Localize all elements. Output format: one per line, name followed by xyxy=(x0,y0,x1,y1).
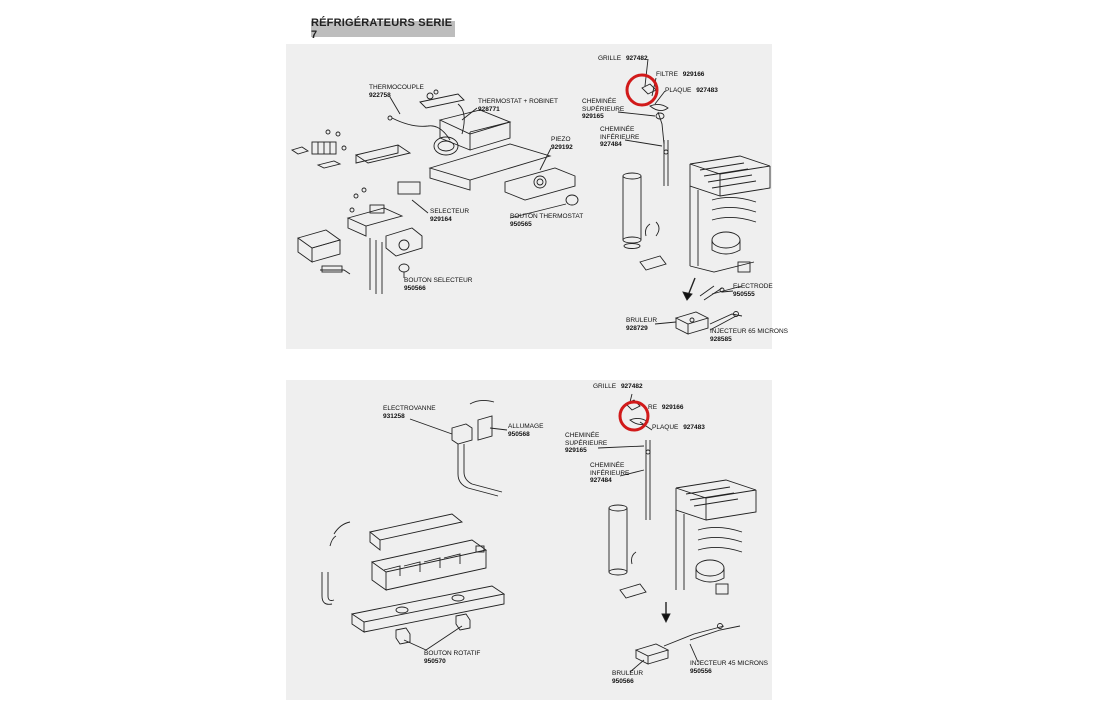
bouton-selecteur-drawing xyxy=(385,227,423,273)
terminal-block-drawing xyxy=(290,129,347,169)
plaque-drawing xyxy=(649,103,669,111)
bouton-rotatif-drawing xyxy=(395,613,471,645)
panel-burner-bottom xyxy=(528,380,772,700)
label-thermocouple: THERMOCOUPLE 922758 xyxy=(369,84,424,99)
flue-tube-drawing-b xyxy=(608,504,628,576)
filtre-highlight-circle xyxy=(625,73,659,107)
filtre-highlight-circle-b xyxy=(618,400,650,432)
flue-tube-drawing xyxy=(622,172,642,249)
label-plaque-b: PLAQUE 927483 xyxy=(652,424,705,431)
label-bruleur: BRULEUR 928729 xyxy=(626,317,658,332)
label-piezo: PIEZO 929192 xyxy=(551,136,573,151)
label-selecteur: SELECTEUR 929164 xyxy=(430,208,470,223)
cheminee-drawing-b xyxy=(645,440,651,520)
cheminee-superieure-drawing xyxy=(655,111,665,145)
thermocouple-drawing xyxy=(387,115,451,141)
label-filtre: FILTRE 929166 xyxy=(656,71,705,78)
panel-controls-top xyxy=(286,44,528,349)
allumage-drawing xyxy=(469,399,495,441)
bracket-drawing-b xyxy=(619,551,647,599)
label-electrovanne: ELECTROVANNE 931258 xyxy=(383,405,436,420)
label-cheminee-superieure-b: CHEMINÉE SUPÉRIEURE 929165 xyxy=(565,432,608,454)
panel-burner-top xyxy=(528,44,772,349)
label-electrode: ELECTRODE 950555 xyxy=(733,283,773,298)
control-rail-drawing xyxy=(428,143,579,206)
label-injecteur-b: INJECTEUR 45 MICRONS 950556 xyxy=(690,660,769,675)
page-title: RÉFRIGÉRATEURS SERIE 7 xyxy=(311,17,453,41)
label-cheminee-inferieure: CHEMINÉE INFÉRIEURE 927484 xyxy=(600,126,640,148)
label-cheminee-superieure: CHEMINÉE SUPÉRIEURE 929165 xyxy=(582,98,625,120)
title-banner: RÉFRIGÉRATEURS SERIE 7 xyxy=(311,17,455,41)
wiring-drawing xyxy=(320,238,383,294)
label-bouton-rotatif: BOUTON ROTATIF 950570 xyxy=(424,650,481,665)
label-bruleur-b: BRULEUR 950566 xyxy=(612,670,644,685)
bruleur-drawing xyxy=(674,285,723,335)
pipe-drawing xyxy=(321,521,351,605)
cheminee-inferieure-drawing xyxy=(663,140,669,186)
label-filtre-b: RE 929166 xyxy=(648,404,684,411)
bracket-drawing xyxy=(639,221,667,271)
cooling-unit-drawing xyxy=(689,155,771,273)
module-housing-drawing xyxy=(354,144,412,164)
label-cheminee-inferieure-b: CHEMINÉE INFÉRIEURE 927484 xyxy=(590,462,630,484)
front-panel-drawing xyxy=(350,585,506,633)
label-bouton-selecteur: BOUTON SELECTEUR 950566 xyxy=(404,277,473,292)
control-board-drawing xyxy=(368,513,488,591)
selecteur-drawing xyxy=(346,181,421,237)
label-bouton-thermostat: BOUTON THERMOSTAT 950565 xyxy=(510,213,584,228)
cooling-unit-drawing-b xyxy=(675,479,757,595)
label-allumage: ALLUMAGE 950568 xyxy=(508,423,544,438)
panel-controls-bottom xyxy=(286,380,528,700)
electrovanne-drawing xyxy=(451,423,503,497)
switch-box-drawing xyxy=(296,229,342,263)
label-grille: GRILLE 927482 xyxy=(598,55,648,62)
bruleur-drawing-b xyxy=(634,623,741,665)
label-injecteur: INJECTEUR 65 MICRONS 928585 xyxy=(710,328,789,343)
injecteur-drawing xyxy=(709,311,743,325)
label-plaque: PLAQUE 927483 xyxy=(665,87,718,94)
label-grille-b: GRILLE 927482 xyxy=(593,383,643,390)
thermostat-robinet-drawing xyxy=(419,89,512,156)
label-thermostat-robinet: THERMOSTAT + ROBINET 928771 xyxy=(478,98,558,113)
